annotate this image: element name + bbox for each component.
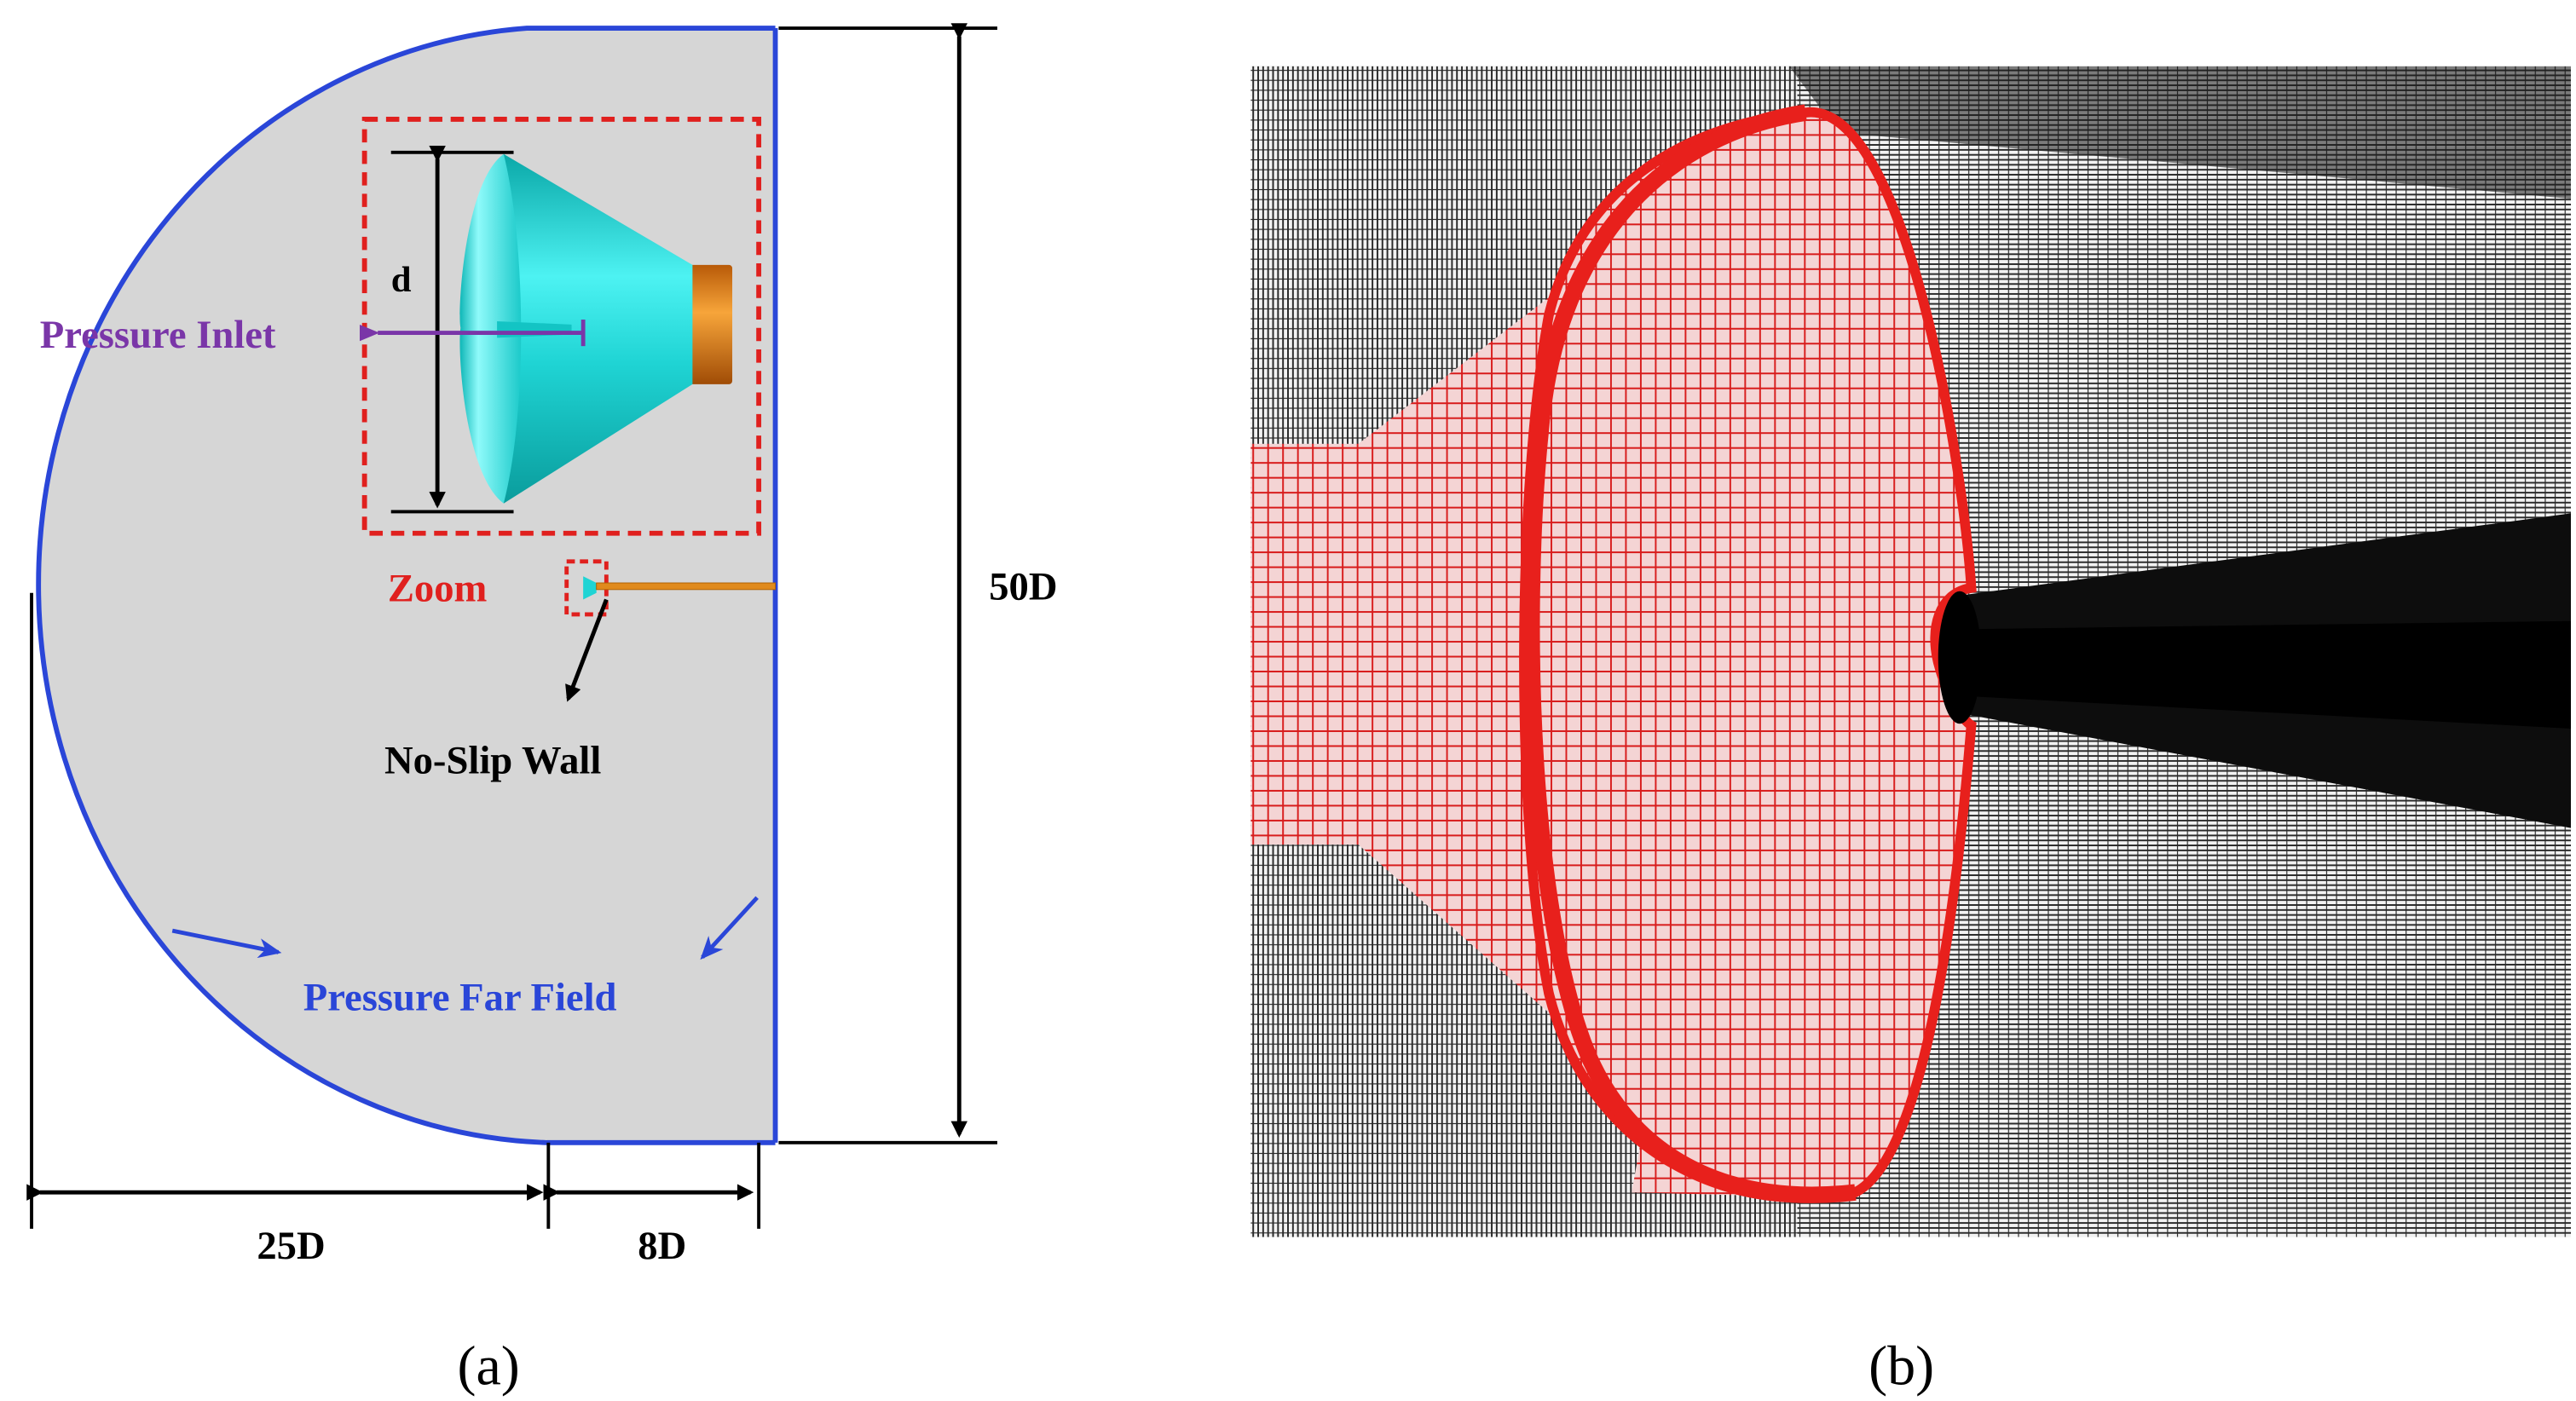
far-field-arrow-right [700,896,759,960]
pressure-inlet-label: Pressure Inlet [40,313,276,357]
panel-a: d Pressure Inlet Zoom No-Slip Wall Press… [26,23,1058,1398]
capsule-afterbody [685,264,733,384]
caption-b: (b) [1868,1335,1934,1398]
capsule-body-zoom [459,153,733,504]
dim-50d-label: 50D [989,564,1057,608]
panel-b: (b) [1250,66,2572,1398]
capsule-small [583,576,597,600]
pressure-far-field-label: Pressure Far Field [303,975,617,1019]
shoulder-edge [1523,104,1857,1203]
far-field-arrow-left [171,928,282,959]
dim-8d-label: 8D [638,1224,686,1268]
heat-shield-surface-mesh [1519,107,1977,1203]
capsule-nose [459,153,522,504]
no-slip-wall-label: No-Slip Wall [384,739,601,783]
sting-hole [1938,591,1982,724]
wake-core [1955,620,2572,729]
dim-25d-label: 25D [257,1224,325,1268]
sting-rod [596,582,777,591]
zoom-label: Zoom [388,566,488,610]
d-label: d [391,260,412,300]
no-slip-wall-arrow [565,598,609,702]
upper-wake-mesh [1788,66,2572,199]
capsule-cone [503,153,693,504]
far-field-boundary [36,26,776,1145]
caption-a: (a) [457,1335,519,1398]
